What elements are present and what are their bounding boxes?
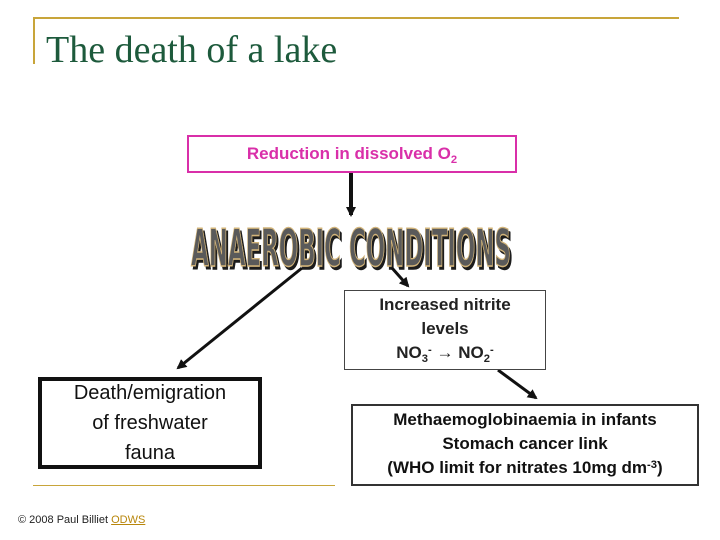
odws-link[interactable]: ODWS xyxy=(111,514,146,526)
nitrite-levels-box: Increased nitrite levels NO3- → NO2- xyxy=(344,290,546,370)
methaem-line3: (WHO limit for nitrates 10mg dm-3) xyxy=(387,458,663,477)
left-rule xyxy=(33,17,35,64)
methaem-line2: Stomach cancer link xyxy=(442,434,608,453)
arrow-nitrite-to-methaem xyxy=(497,368,538,400)
death-emigration-box: Death/emigration of freshwater fauna xyxy=(38,377,262,469)
methaemoglobinaemia-box: Methaemoglobinaemia in infants Stomach c… xyxy=(351,404,699,486)
nitrite-line1: Increased nitrite xyxy=(379,295,511,314)
wordart-text: ANAEROBIC CONDITIONS xyxy=(191,219,511,279)
footer: © 2008 Paul Billiet ODWS xyxy=(18,514,145,526)
nitrite-equation: NO3- → NO2- xyxy=(396,343,494,365)
slide-title: The death of a lake xyxy=(46,29,338,71)
reaction-arrow-icon: → xyxy=(436,343,454,362)
bottom-rule xyxy=(33,485,335,486)
nitrite-line2: levels xyxy=(421,319,469,338)
wordart-anaerobic-conditions: ANAEROBIC CONDITIONS xyxy=(190,218,511,279)
top-rule xyxy=(33,17,679,19)
death-line2: of freshwater xyxy=(92,412,208,434)
reduced-oxygen-box: Reduction in dissolved O2 xyxy=(187,135,517,173)
arrow-wordart-to-nitrite xyxy=(390,267,410,288)
arrow-wordart-to-death xyxy=(176,266,303,370)
death-line1: Death/emigration xyxy=(73,382,227,404)
reduced-oxygen-text: Reduction in dissolved O2 xyxy=(246,144,458,166)
methaem-line1: Methaemoglobinaemia in infants xyxy=(393,410,657,429)
death-line3: fauna xyxy=(124,442,176,464)
copyright-text: © 2008 Paul Billiet xyxy=(18,514,112,526)
